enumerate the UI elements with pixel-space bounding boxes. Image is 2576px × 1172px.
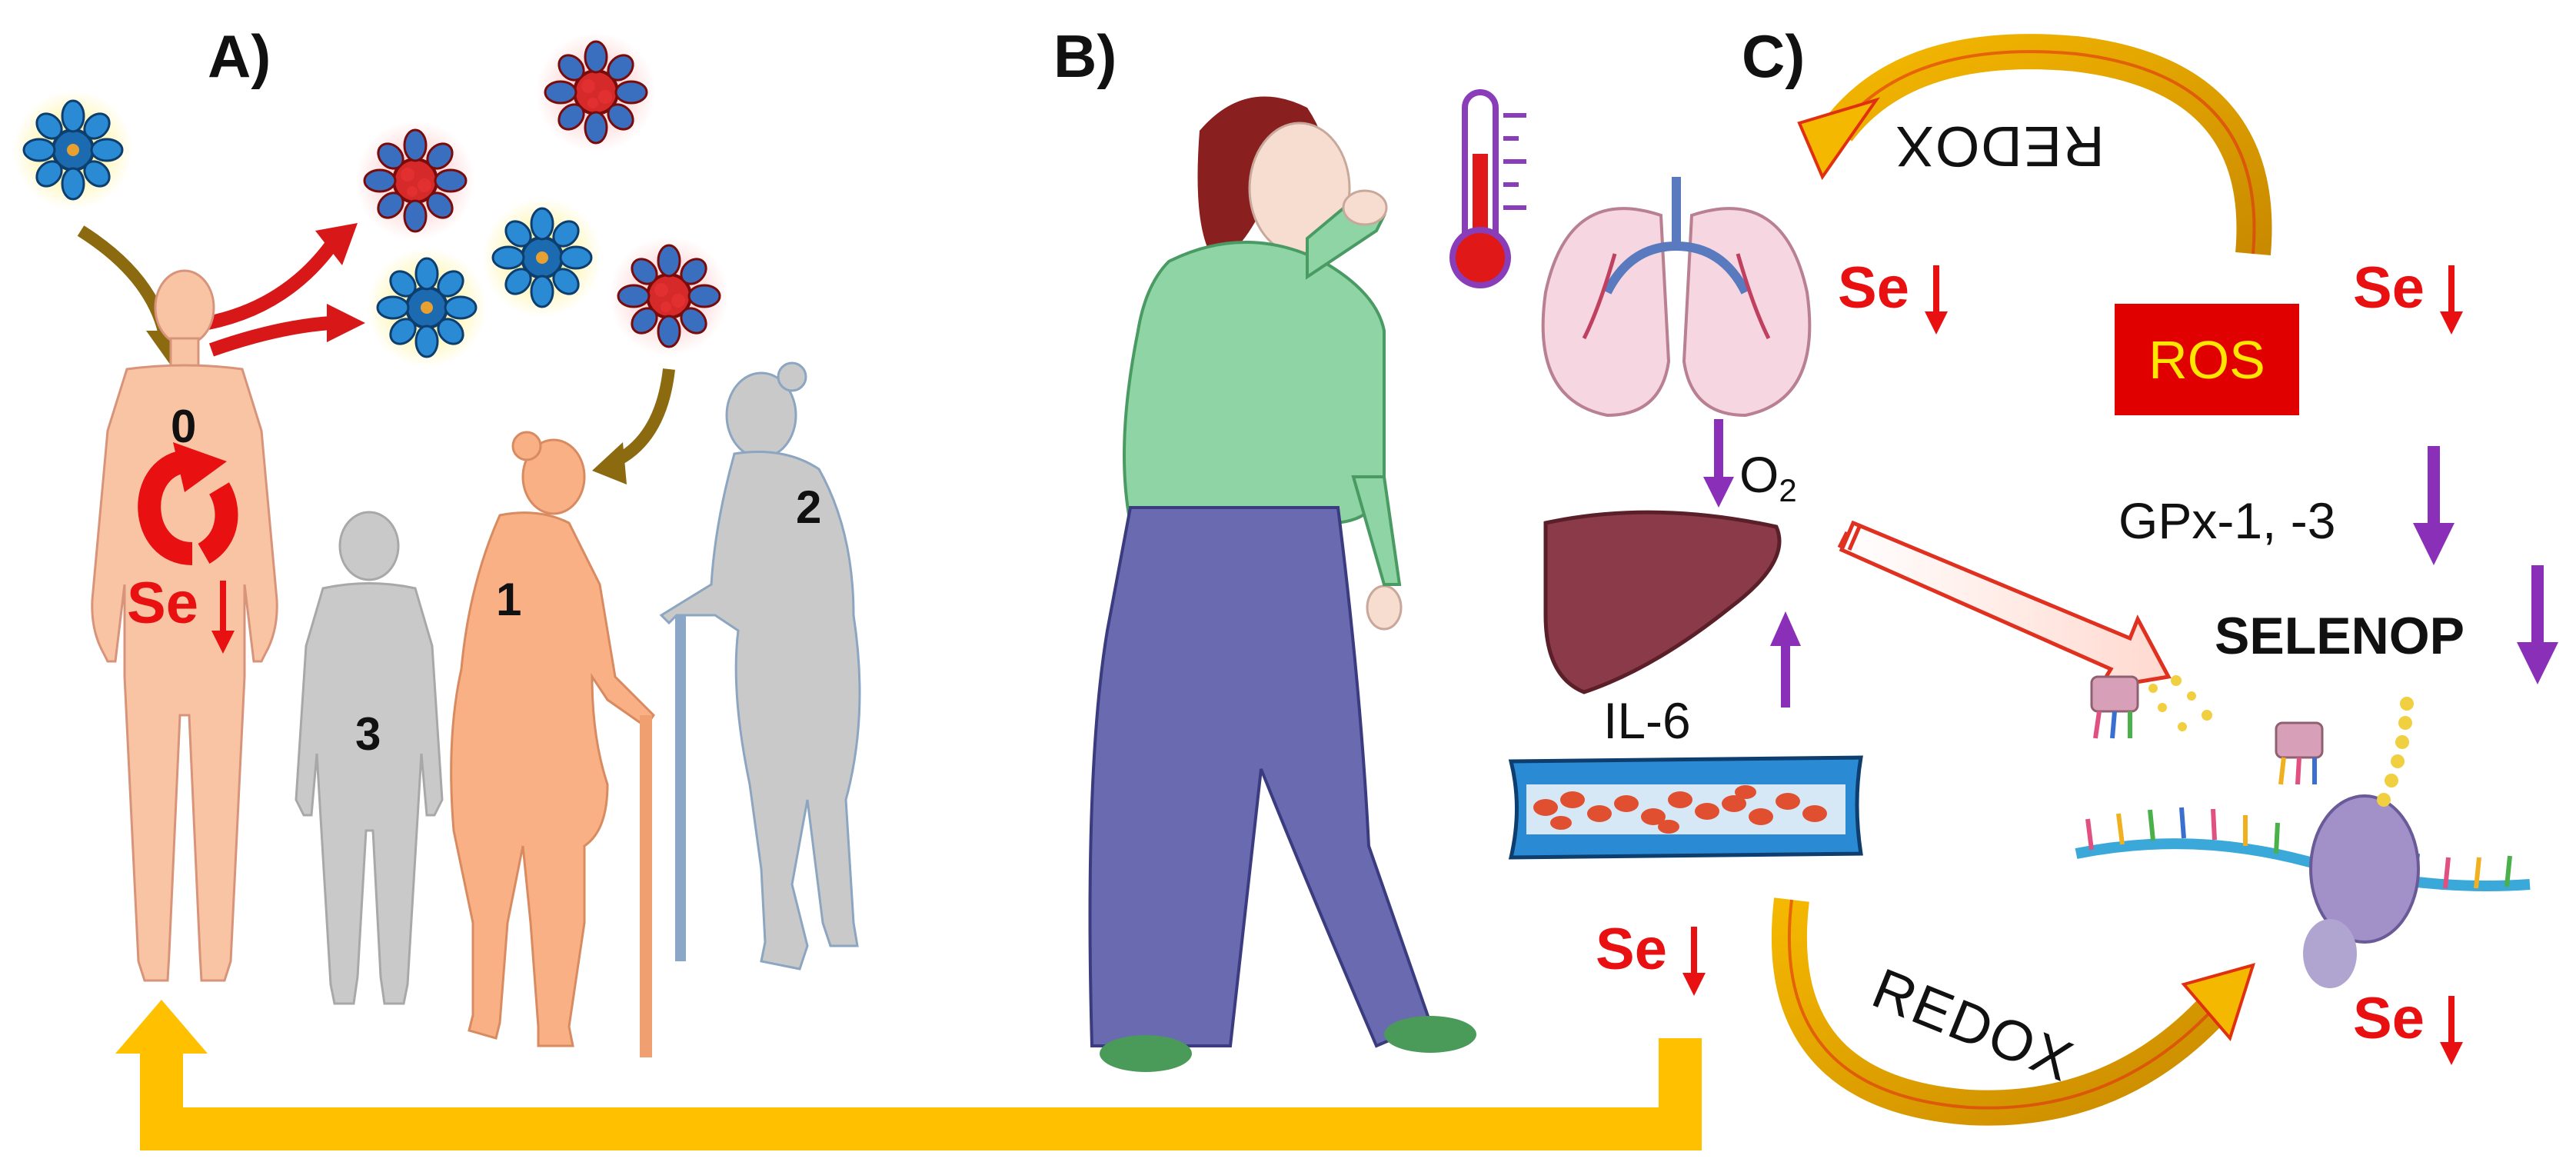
- ros-box: [2115, 304, 2299, 415]
- selenop-down-arrow-head: [2517, 642, 2558, 684]
- liver-icon: [1543, 510, 1782, 694]
- blood-clot-vessel-icon: [1508, 755, 1863, 860]
- o2-label: O2: [1739, 446, 1797, 508]
- person-1-figure: [450, 431, 655, 1047]
- virus-icon: [607, 235, 731, 358]
- redox-arrow-head-bottom: [2181, 963, 2256, 1042]
- panel-b-label: B): [1053, 22, 1117, 90]
- se-label-bottom-right: Se: [2353, 986, 2425, 1051]
- redox-top-label: REDOX: [1894, 115, 2104, 178]
- virus-icon: [481, 196, 604, 319]
- se-down-arrow-head: [2440, 1042, 2463, 1065]
- gpx-label: GPx-1, -3: [2118, 492, 2335, 549]
- panel-c-label: C): [1742, 22, 1805, 90]
- spread-arrow: [209, 316, 331, 357]
- translation-machinery-icon: [2075, 675, 2531, 988]
- virus-icon: [12, 88, 135, 211]
- redox-bottom-label: REDOX: [1864, 956, 2082, 1094]
- redox-arrow-outline: [1836, 50, 2256, 255]
- o2-down-arrow-head: [1703, 477, 1734, 508]
- spread-arrow-head: [327, 304, 365, 342]
- virus-icon: [534, 31, 657, 154]
- circular-arrow-head: [173, 442, 227, 492]
- se-down-arrow-head: [2440, 311, 2463, 335]
- person-3-figure: [295, 511, 444, 1005]
- person-3-number: 3: [355, 708, 381, 760]
- gpx-down-arrow-head: [2413, 523, 2455, 565]
- se-label-person-0: Se: [127, 571, 198, 636]
- thermometer-icon: [1449, 89, 1526, 288]
- person-2-number: 2: [796, 481, 821, 533]
- infection-arrow: [77, 225, 171, 340]
- feedback-arrow-head: [115, 1000, 208, 1054]
- se-down-arrow-head: [1682, 973, 1706, 996]
- circular-arrow-icon: [138, 450, 194, 565]
- infection-arrow-head: [592, 442, 627, 484]
- se-label-vessel: Se: [1596, 917, 1667, 982]
- se-down-arrow-head: [1925, 311, 1948, 335]
- panel-a-label: A): [208, 22, 271, 90]
- redox-arrow-head-top: [1797, 97, 1880, 181]
- redox-arrow-outline: [1787, 899, 2216, 1110]
- person-1-number: 1: [496, 574, 521, 625]
- sick-woman-figure: [1088, 96, 1476, 1072]
- spread-arrow-head: [315, 223, 358, 265]
- il6-up-arrow-head: [1770, 611, 1801, 646]
- infection-arrow: [612, 368, 675, 468]
- person-2-figure: [659, 361, 861, 971]
- selenop-label: SELENOP: [2215, 607, 2465, 665]
- circular-arrow-icon: [197, 482, 238, 564]
- ros-label: ROS: [2148, 330, 2265, 390]
- spread-arrow: [206, 241, 337, 330]
- se-label-top-right: Se: [2353, 255, 2425, 321]
- virus-icon: [354, 119, 477, 242]
- virus-icon: [365, 246, 488, 369]
- lungs-icon: [1541, 177, 1812, 418]
- se-label-lungs: Se: [1838, 255, 1909, 321]
- down-arrow-head: [211, 631, 235, 654]
- il6-label: IL-6: [1603, 692, 1691, 749]
- feedback-arrow: [140, 1038, 1702, 1150]
